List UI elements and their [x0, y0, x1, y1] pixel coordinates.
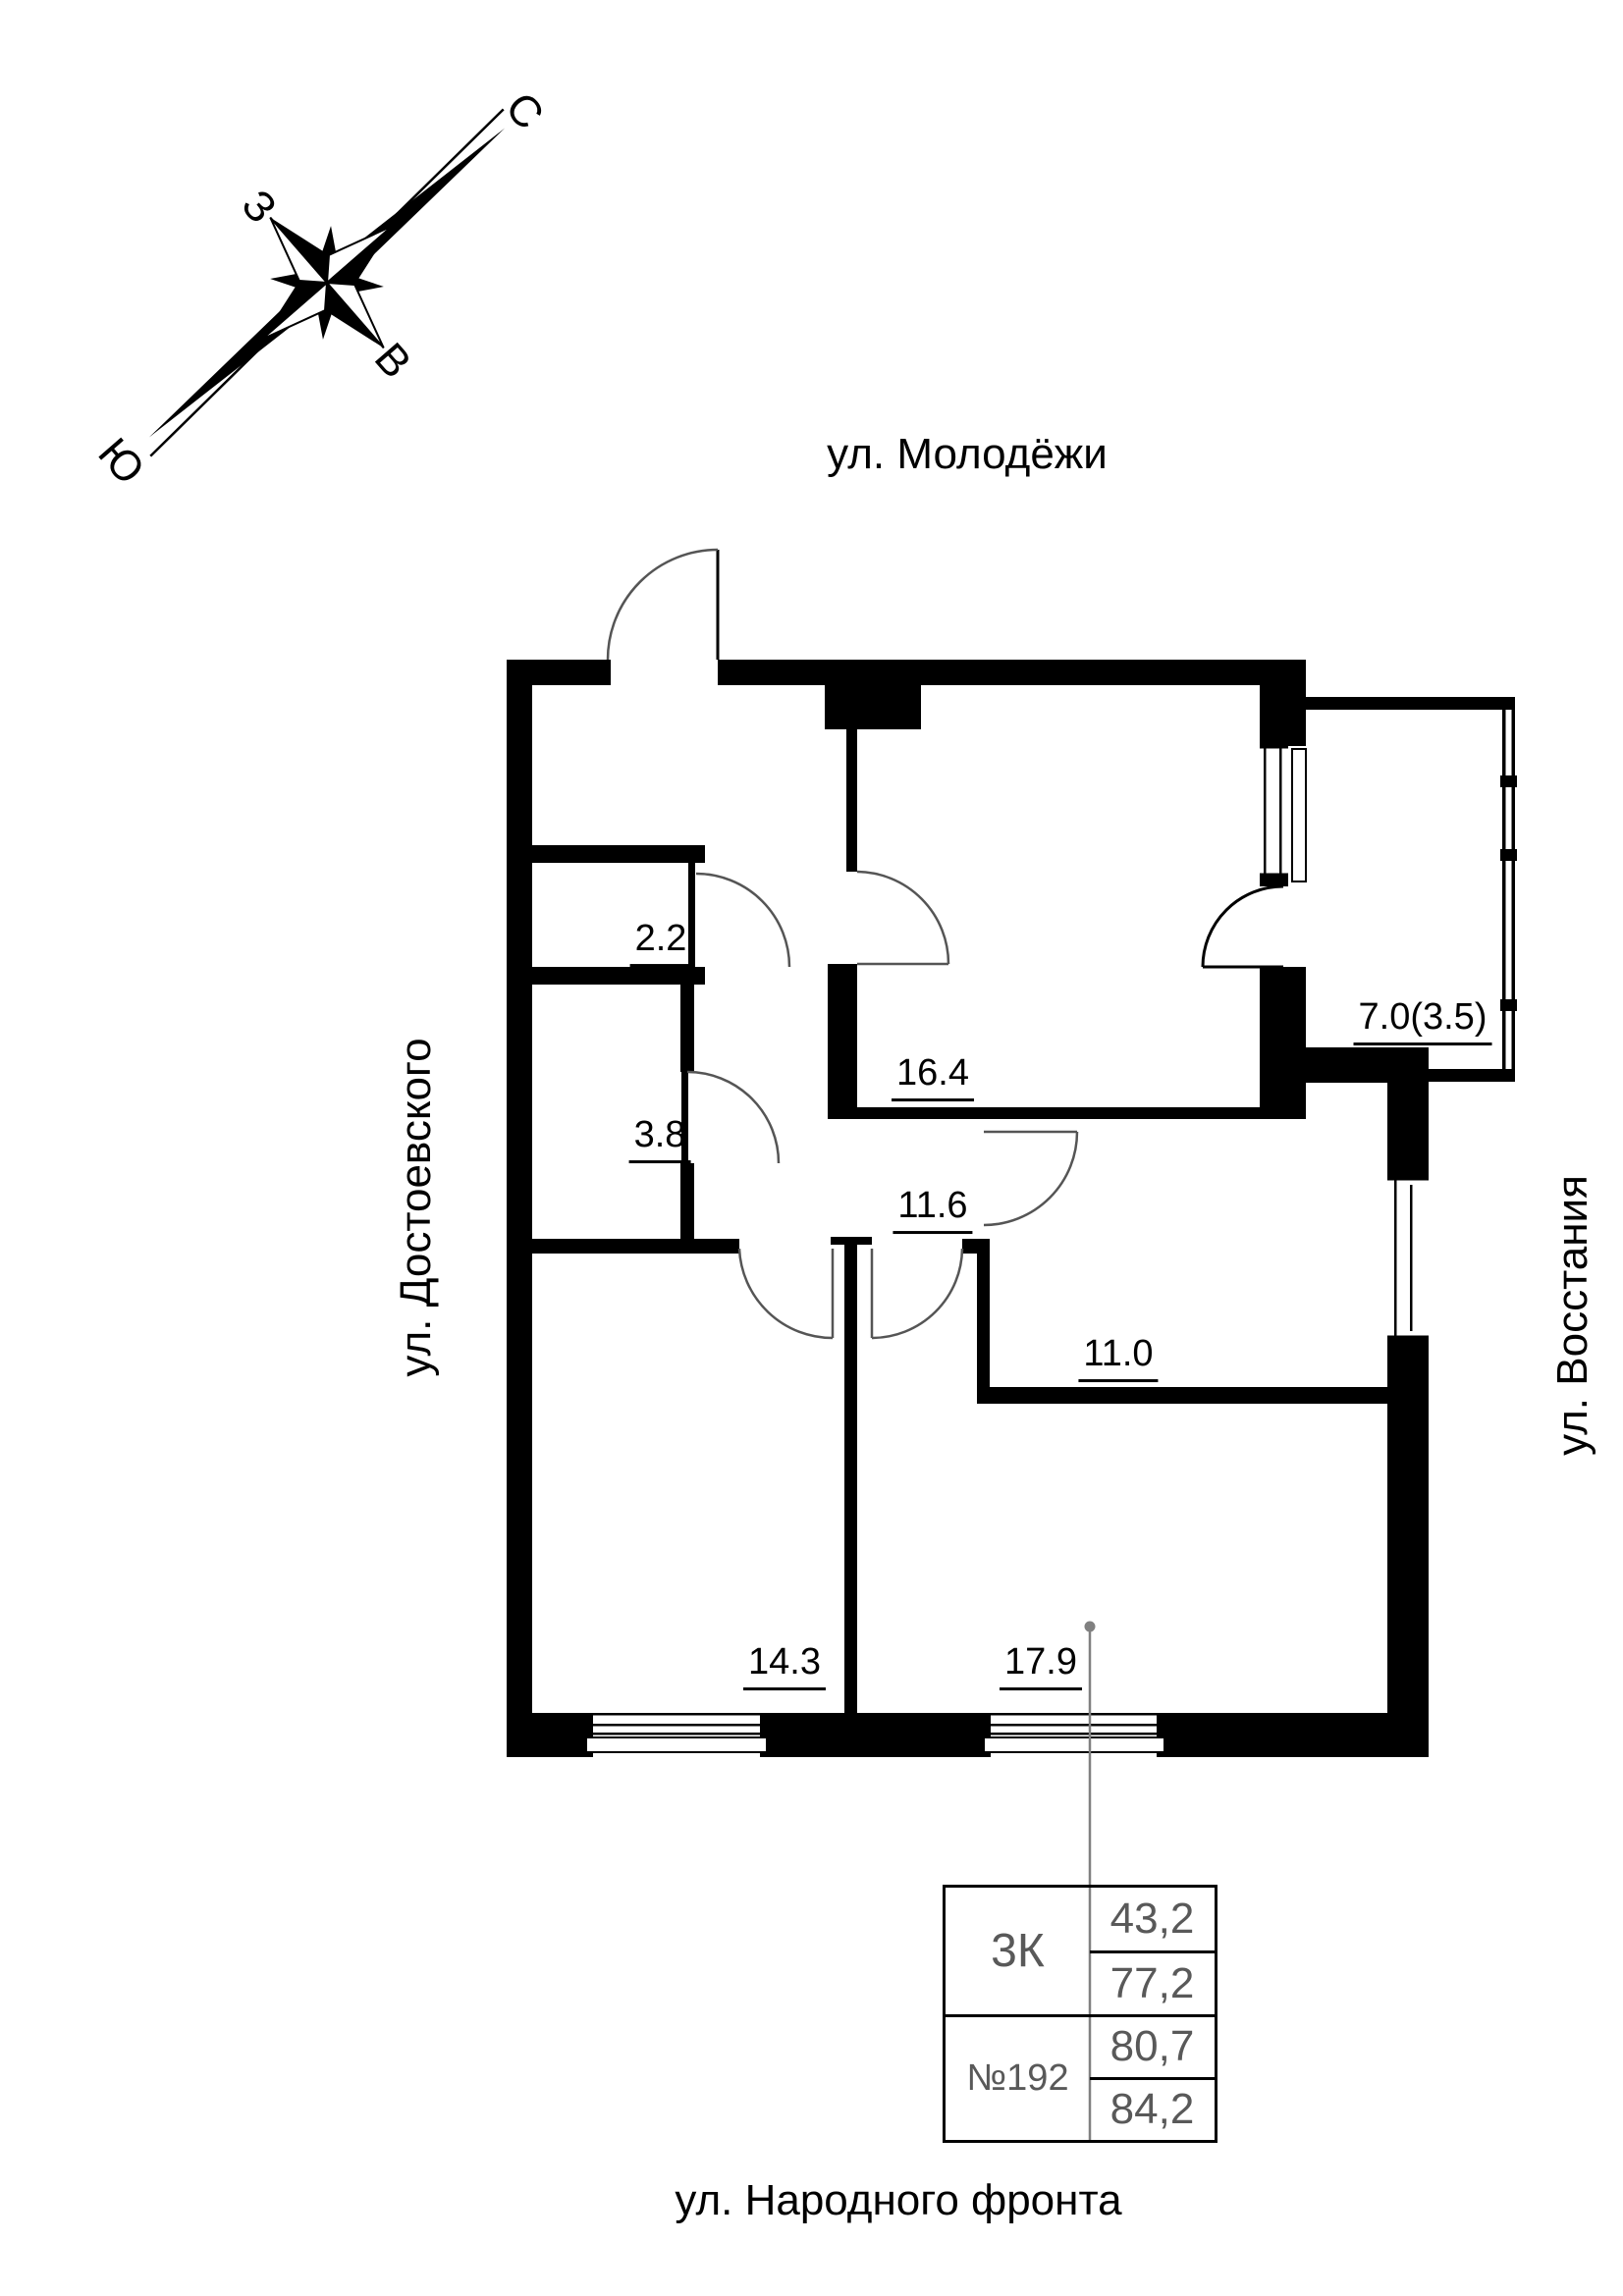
balcony-wall-bottom — [1306, 1069, 1515, 1082]
wall-shaft-block — [825, 685, 921, 729]
street-label-bottom: ул. Народного фронта — [675, 2176, 1122, 2224]
balcony-mullion-2 — [1500, 849, 1517, 861]
wall-balcony-pier-bottom — [1260, 967, 1306, 1119]
door-leaf-closet — [688, 863, 695, 967]
compass-south-letter: Ю — [88, 429, 153, 494]
door-balcony — [1201, 884, 1284, 969]
wall-exterior-top-right — [718, 660, 1306, 685]
wall-exterior-bottom-mid — [760, 1713, 991, 1757]
area-without-balcony-cell: 77,2 — [1090, 1950, 1215, 2013]
room-area-bedroom: 11.0 — [1078, 1334, 1159, 1382]
walls-layer — [507, 660, 1517, 1757]
wall-closet-top — [532, 845, 705, 863]
compass-rose: С Ю З В — [88, 83, 553, 494]
door-bedroom — [983, 1130, 1079, 1227]
wall-bath-right-lower — [680, 1163, 694, 1239]
wall-balcony-mid — [1260, 876, 1288, 886]
apartment-type-cell: 3К — [991, 1924, 1045, 1977]
compass-cardinal-star — [260, 216, 394, 349]
door-room14 — [737, 1248, 835, 1340]
door-entrance — [606, 548, 720, 661]
balcony-glazing-outer — [1502, 697, 1506, 1082]
wall-exterior-bottom-right — [1157, 1713, 1429, 1757]
balcony-wall-top — [1306, 697, 1515, 710]
balcony-glazing-inner — [1511, 697, 1515, 1082]
street-label-top: ул. Молодёжи — [827, 430, 1108, 478]
window-room14 — [585, 1713, 768, 1757]
door-arc-bath — [686, 1070, 781, 1164]
compass-east-letter: В — [365, 334, 420, 387]
room-area-corridor: 11.6 — [893, 1186, 973, 1234]
door-arc-closet — [695, 872, 791, 968]
windows-layer — [585, 746, 1429, 1757]
wall-bedroom-room17 — [977, 1387, 1429, 1404]
room-area-balcony: 7.0(3.5) — [1353, 997, 1492, 1045]
room-area-closet: 2.2 — [629, 919, 692, 967]
area-reduced-balcony-cell: 80,7 — [1090, 2013, 1215, 2077]
room-area-living: 16.4 — [892, 1053, 974, 1101]
window-room17 — [983, 1713, 1165, 1757]
total-area-cell: 84,2 — [1090, 2076, 1215, 2140]
compass-north-letter: С — [496, 83, 553, 138]
room-area-room17: 17.9 — [1000, 1642, 1082, 1690]
street-label-left: ул. Достоевского — [392, 1038, 440, 1377]
wall-living-bottom — [828, 1107, 1260, 1119]
door-leaf-bath — [681, 1072, 688, 1163]
balcony-mullion-1 — [1500, 775, 1517, 787]
apartment-number-cell: №192 — [946, 2013, 1090, 2141]
wall-room-divider — [844, 1245, 857, 1757]
wall-balcony-pier-top — [1260, 685, 1306, 746]
living-area-cell: 43,2 — [1109, 1895, 1195, 1944]
room-area-room14: 14.3 — [743, 1642, 826, 1690]
door-room17 — [870, 1248, 964, 1340]
wall-exterior-right-lower — [1387, 1338, 1429, 1757]
doors-layer — [606, 548, 1284, 1340]
wall-closet-bottom — [532, 967, 705, 985]
balcony-mullion-3 — [1500, 999, 1517, 1011]
wall-exterior-left — [507, 660, 532, 1757]
window-bedroom — [1387, 1178, 1429, 1338]
callout-dot — [1084, 1621, 1096, 1632]
wall-bath-bottom — [532, 1239, 739, 1254]
wall-corridor-bedroom — [977, 1239, 990, 1387]
wall-room-divider-head — [831, 1237, 872, 1245]
wall-hall-living-lower — [828, 964, 857, 1107]
street-label-right: ул. Восстания — [1548, 1175, 1596, 1456]
wall-exterior-right-upper — [1387, 1083, 1429, 1178]
apartment-info-table: 3К 43,2 77,2 №192 80,7 84,2 — [943, 1885, 1217, 2143]
window-living-balcony — [1260, 746, 1307, 882]
room-area-bathroom: 3.8 — [628, 1115, 691, 1163]
wall-hall-living-upper — [846, 729, 857, 872]
wall-exterior-bottom-left — [507, 1713, 593, 1757]
door-living — [856, 870, 950, 966]
wall-exterior-top-left — [507, 660, 611, 685]
wall-bath-right-upper — [680, 985, 694, 1072]
